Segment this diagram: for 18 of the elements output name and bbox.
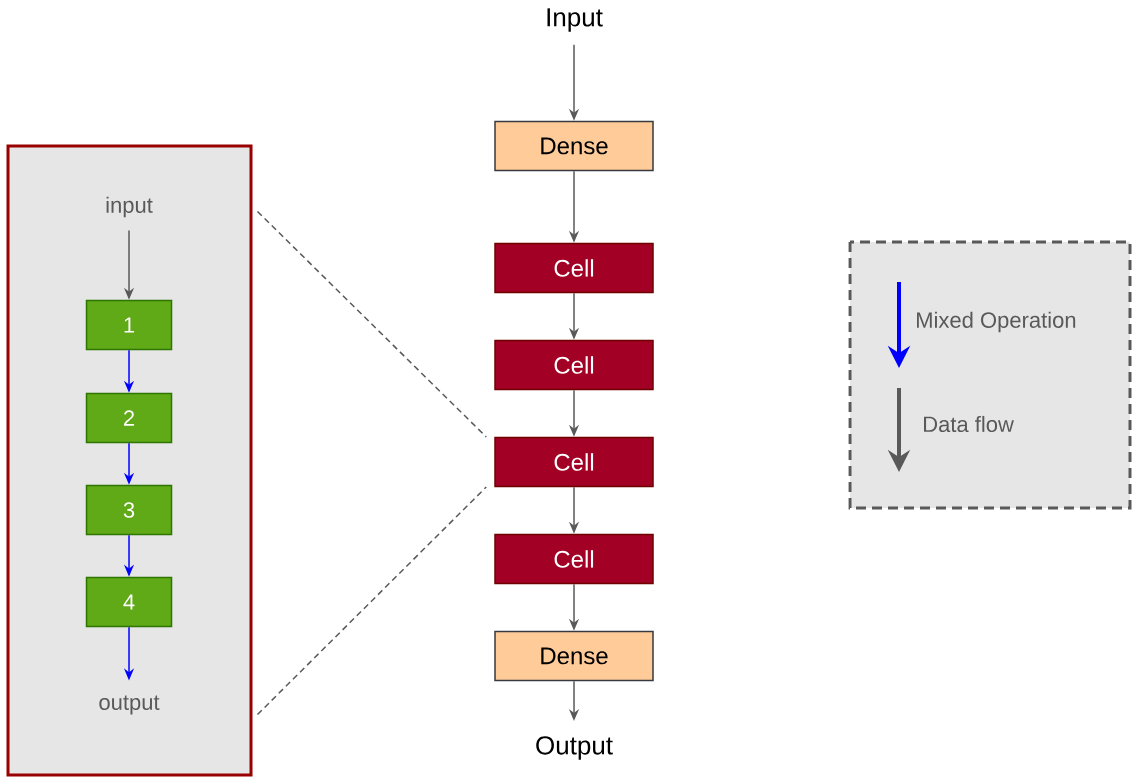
cell-box: Cell <box>494 242 654 294</box>
operation-box: 3 <box>85 484 173 536</box>
legend-label: Data flow <box>924 415 1014 433</box>
panel-label: output <box>99 695 160 715</box>
cell-box: Cell <box>494 436 654 488</box>
cell-box: Cell <box>494 533 654 585</box>
legend-label: Mixed Operation <box>917 311 1076 333</box>
leader-line <box>256 486 487 716</box>
operation-box: 1 <box>85 299 173 351</box>
output-label: Output <box>536 736 613 760</box>
operation-box: 2 <box>85 392 173 444</box>
layer-box: Dense <box>494 630 654 682</box>
leader-line <box>256 210 487 438</box>
cell-box: Cell <box>494 339 654 391</box>
input-label: Input <box>547 8 603 32</box>
layer-box: Dense <box>494 120 654 172</box>
operation-box: 4 <box>85 576 173 628</box>
panel-label: input <box>106 196 153 218</box>
